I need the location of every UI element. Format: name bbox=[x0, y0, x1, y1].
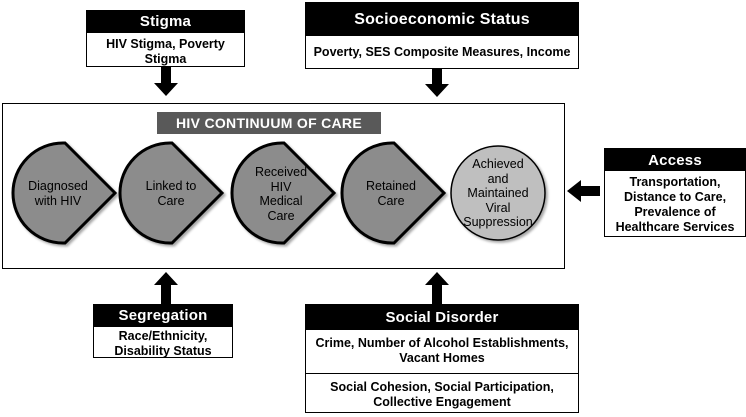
segregation-title: Segregation bbox=[94, 305, 232, 327]
segregation-body: Race/Ethnicity, Disability Status bbox=[94, 327, 232, 359]
continuum-title: HIV CONTINUUM OF CARE bbox=[157, 112, 381, 134]
ses-title: Socioeconomic Status bbox=[306, 3, 578, 36]
stage-1-shape bbox=[11, 141, 118, 245]
stage-label-line: Achieved bbox=[472, 157, 524, 171]
arrow-access-left bbox=[567, 180, 600, 202]
stage-4-label: Retained Care bbox=[354, 179, 428, 208]
access-line: Transportation, bbox=[629, 175, 721, 189]
access-box: Access Transportation, Distance to Care,… bbox=[604, 148, 746, 237]
access-line: Distance to Care, bbox=[623, 190, 727, 204]
stage-label-line: Received bbox=[254, 165, 308, 179]
access-line: Prevalence of bbox=[634, 205, 716, 219]
stage-label-line: Diagnosed bbox=[28, 179, 88, 193]
stage-label-line: and bbox=[487, 171, 509, 186]
stigma-body: HIV Stigma, Poverty Stigma bbox=[106, 37, 225, 66]
segregation-line: Disability Status bbox=[114, 344, 212, 358]
arrow-ses-down bbox=[425, 69, 449, 97]
socioeconomic-status-box: Socioeconomic Status Poverty, SES Compos… bbox=[305, 2, 579, 69]
ses-body: Poverty, SES Composite Measures, Income bbox=[313, 45, 571, 59]
stage-3-shape bbox=[230, 141, 337, 245]
stage-label-line: Care bbox=[267, 208, 295, 223]
stage-4-shape bbox=[340, 141, 447, 245]
stage-2-shape bbox=[118, 141, 225, 245]
stage-5-shape bbox=[450, 145, 546, 241]
stage-label-line: HIV bbox=[270, 179, 292, 194]
segregation-line: Race/Ethnicity, bbox=[118, 329, 208, 343]
stage-label-line: Care bbox=[377, 193, 405, 208]
social-disorder-line: Collective Engagement bbox=[373, 395, 511, 409]
arrow-stigma-down bbox=[154, 67, 178, 96]
stigma-title: Stigma bbox=[87, 11, 244, 33]
social-disorder-group1: Crime, Number of Alcohol Establishments,… bbox=[306, 330, 578, 374]
arrow-segregation-up bbox=[154, 272, 178, 304]
stage-5-label: Achieved and Maintained Viral Suppressio… bbox=[454, 157, 542, 230]
social-disorder-line: Social Cohesion, Social Participation, bbox=[330, 380, 554, 394]
stage-label-line: Suppression bbox=[463, 215, 533, 229]
access-line: Healthcare Services bbox=[615, 220, 735, 234]
arrow-disorder-up bbox=[425, 272, 449, 304]
social-disorder-line: Crime, Number of Alcohol Establishments, bbox=[315, 336, 569, 350]
social-disorder-group2: Social Cohesion, Social Participation, C… bbox=[306, 374, 578, 410]
access-title: Access bbox=[605, 149, 745, 171]
stage-label-line: Viral bbox=[485, 200, 511, 215]
stage-label-line: Care bbox=[157, 193, 185, 208]
stage-3-label: Received HIV Medical Care bbox=[244, 165, 318, 223]
stage-label-line: Maintained bbox=[467, 186, 529, 200]
stage-1-label: Diagnosed with HIV bbox=[18, 179, 98, 208]
stage-2-label: Linked to Care bbox=[134, 179, 208, 208]
stage-label-line: Medical bbox=[259, 194, 303, 208]
social-disorder-title: Social Disorder bbox=[306, 305, 578, 330]
social-disorder-box: Social Disorder Crime, Number of Alcohol… bbox=[305, 304, 579, 413]
stage-label-line: Linked to bbox=[145, 179, 197, 193]
segregation-box: Segregation Race/Ethnicity, Disability S… bbox=[93, 304, 233, 358]
stage-label-line: Retained bbox=[365, 179, 417, 193]
access-body: Transportation, Distance to Care, Preval… bbox=[605, 171, 745, 235]
stigma-box: Stigma HIV Stigma, Poverty Stigma bbox=[86, 10, 245, 67]
social-disorder-line: Vacant Homes bbox=[399, 351, 485, 365]
stage-label-line: with HIV bbox=[34, 193, 82, 208]
